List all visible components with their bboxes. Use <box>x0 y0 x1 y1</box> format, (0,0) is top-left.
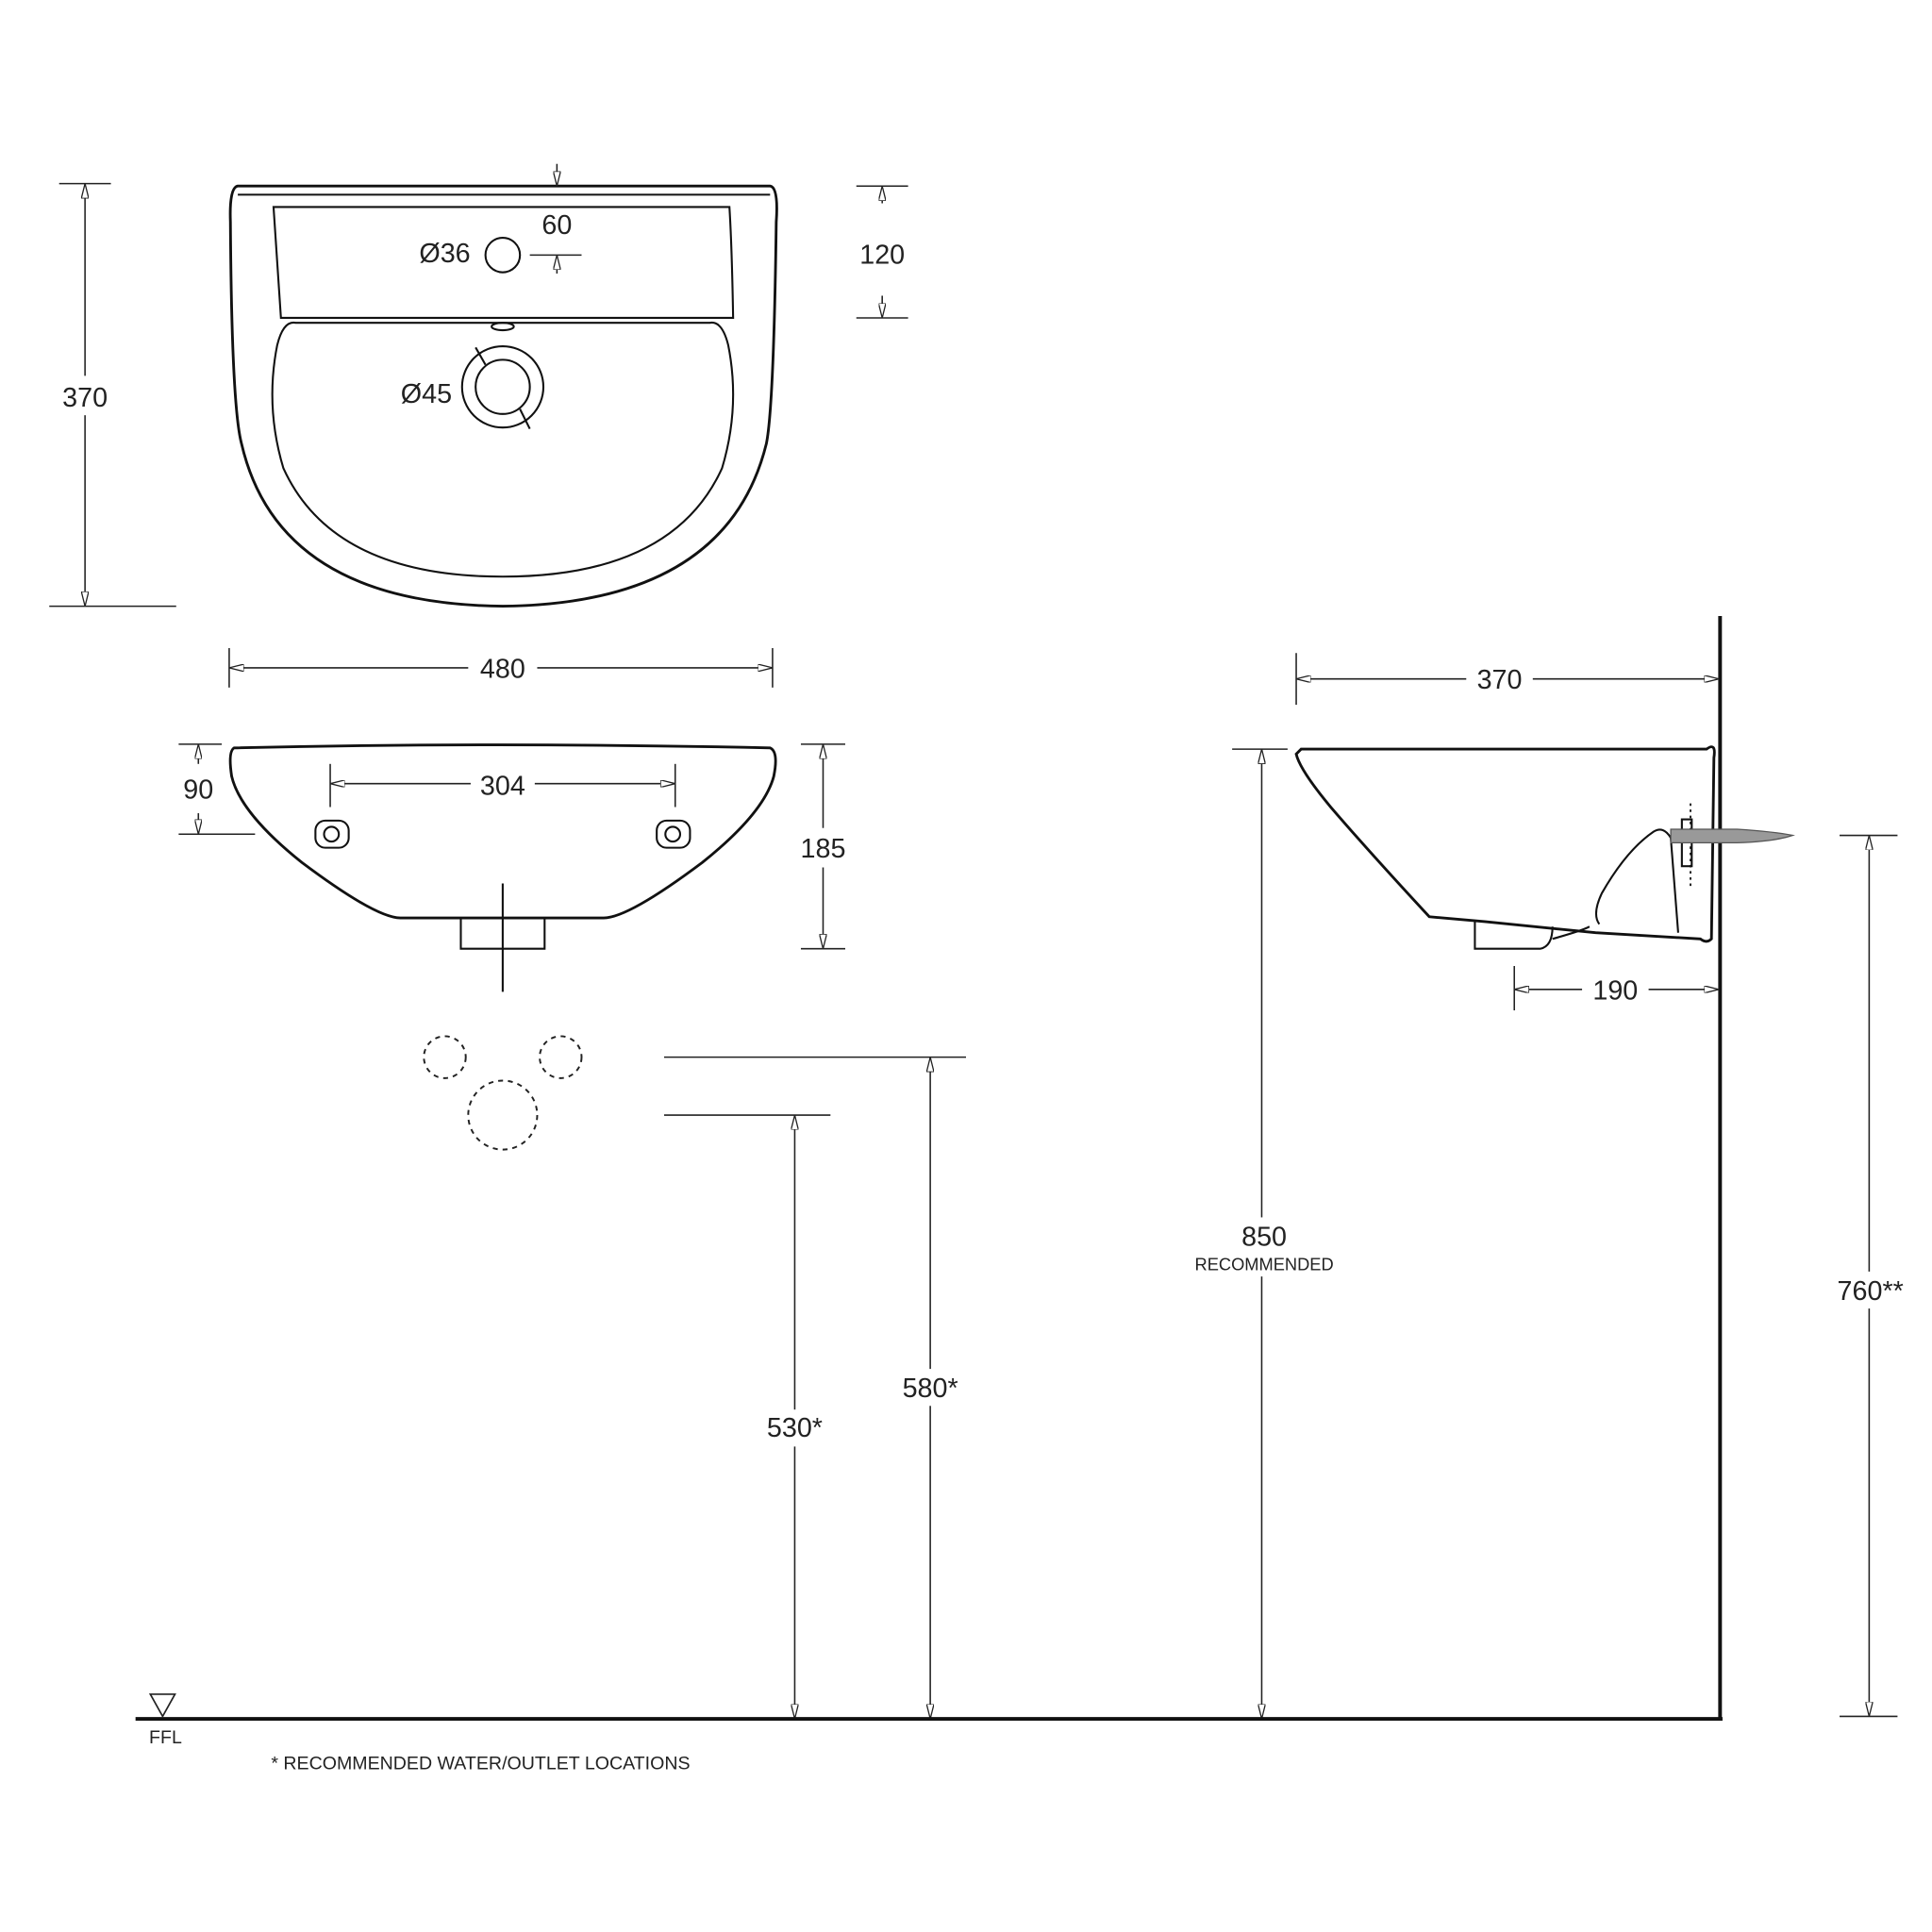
bracket-wall-height-label: 760** <box>1838 1276 1904 1307</box>
tap-hole-icon <box>484 237 522 274</box>
bracket-left-icon <box>314 819 350 849</box>
top-view: 370 120 60 Ø36 Ø45 480 <box>49 163 908 688</box>
waste-outlet-location-icon <box>467 1079 539 1151</box>
bracket-spacing-label: 304 <box>480 771 525 801</box>
width-480-label: 480 <box>480 654 525 684</box>
depth-370-label: 370 <box>62 383 108 413</box>
waste-outlet-icon <box>460 344 545 429</box>
side-view: 370 190 <box>1294 616 1795 1721</box>
tap-hole-dia-label: Ø36 <box>419 239 470 269</box>
footnote: * RECOMMENDED WATER/OUTLET LOCATIONS <box>271 1754 690 1774</box>
rim-height-label: 850 <box>1241 1222 1287 1252</box>
bracket-offset-label: 190 <box>1592 975 1638 1006</box>
front-view: 304 90 185 <box>178 743 856 1151</box>
waste-dia-label: Ø45 <box>401 379 452 409</box>
floor-level-marker-icon <box>148 1693 176 1719</box>
bowl-height-label: 185 <box>801 834 846 864</box>
water-inlet-left-icon <box>423 1035 467 1079</box>
inlet-height-label: 580* <box>903 1374 958 1404</box>
projection-370-label: 370 <box>1477 665 1523 695</box>
floor: FFL * RECOMMENDED WATER/OUTLET LOCATIONS <box>135 1693 1723 1774</box>
tap-offset-label: 60 <box>541 210 572 241</box>
height-dimensions: 530* 580* 850 RECOMMENDED 760** <box>664 748 1911 1720</box>
bracket-right-icon <box>656 819 691 849</box>
outlet-height-label: 530* <box>767 1413 823 1443</box>
back-depth-label: 120 <box>859 241 905 271</box>
bracket-height-label: 90 <box>183 774 213 805</box>
floor-level-label: FFL <box>149 1727 182 1748</box>
rim-height-note: RECOMMENDED <box>1195 1255 1334 1274</box>
water-inlet-right-icon <box>539 1035 583 1079</box>
wall-fixing-bolt-icon <box>1670 828 1795 844</box>
